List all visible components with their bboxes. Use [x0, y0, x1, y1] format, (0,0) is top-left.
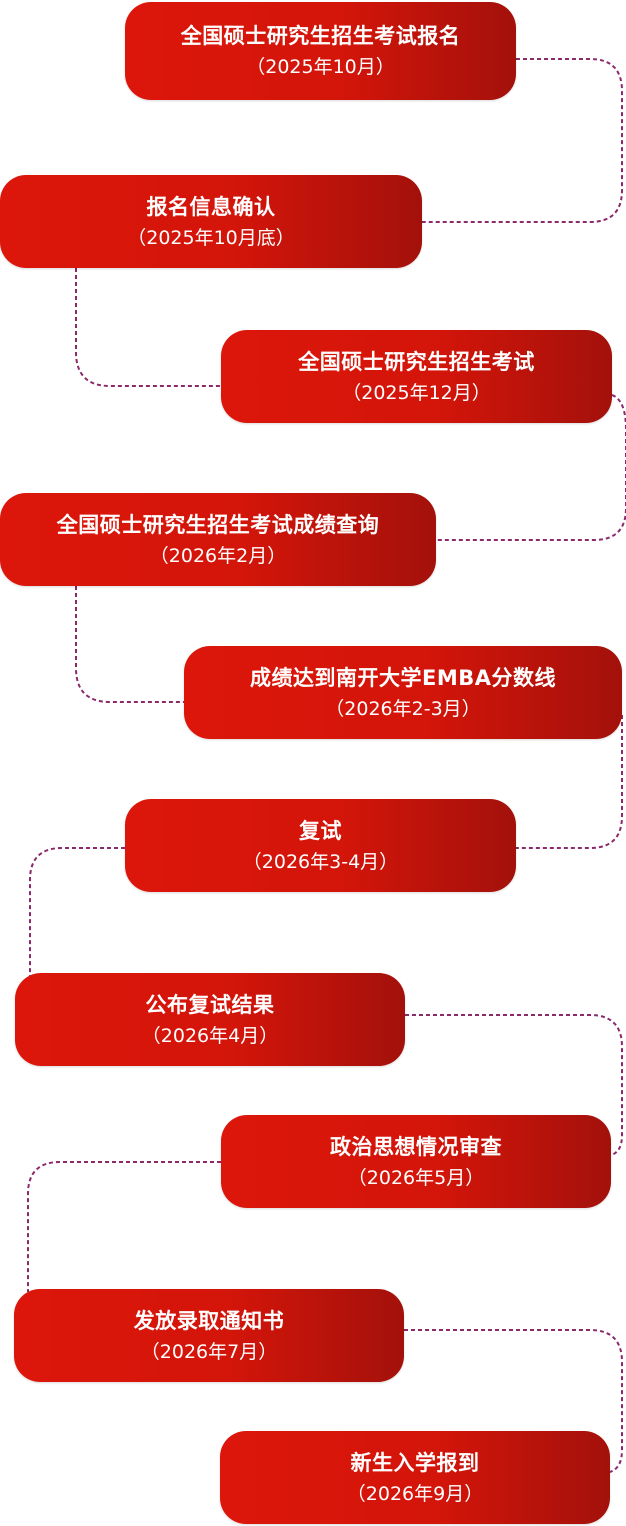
step-title: 政治思想情况审查 — [330, 1134, 502, 1159]
step-date: （2025年10月） — [246, 56, 395, 78]
connector-8-9 — [27, 1161, 221, 1292]
step-7-retest-results: 公布复试结果 （2026年4月） — [15, 973, 405, 1066]
step-title: 复试 — [299, 818, 342, 843]
step-date: （2026年5月） — [347, 1166, 485, 1189]
step-title: 全国硕士研究生招生考试成绩查询 — [56, 512, 380, 537]
connector-5-6 — [516, 715, 623, 849]
step-4-score-query: 全国硕士研究生招生考试成绩查询 （2026年2月） — [0, 493, 436, 586]
connector-6-7 — [29, 847, 125, 976]
step-date: （2026年2月） — [149, 544, 287, 567]
step-date: （2025年12月） — [342, 381, 491, 404]
connector-9-10 — [404, 1329, 623, 1473]
step-6-retest: 复试 （2026年3-4月） — [125, 799, 516, 892]
connector-3-4 — [436, 394, 626, 541]
step-10-enrollment: 新生入学报到 （2026年9月） — [220, 1431, 610, 1524]
connector-1-2 — [422, 58, 623, 223]
connector-2-3 — [75, 268, 221, 387]
step-title: 成绩达到南开大学EMBA分数线 — [249, 665, 556, 690]
connector-4-5 — [75, 586, 184, 703]
step-5-score-line: 成绩达到南开大学EMBA分数线 （2026年2-3月） — [184, 646, 622, 739]
step-2-confirmation: 报名信息确认 （2025年10月底） — [0, 175, 422, 268]
connector-7-8 — [405, 1014, 623, 1156]
step-date: （2026年2-3月） — [325, 697, 481, 720]
step-date: （2026年4月） — [141, 1024, 279, 1047]
step-title: 报名信息确认 — [146, 194, 276, 219]
step-title: 全国硕士研究生招生考试报名 — [180, 24, 461, 48]
step-date: （2026年3-4月） — [242, 850, 399, 873]
step-title: 全国硕士研究生招生考试 — [298, 349, 535, 374]
step-3-exam: 全国硕士研究生招生考试 （2025年12月） — [221, 330, 612, 423]
step-1-registration: 全国硕士研究生招生考试报名 （2025年10月） — [125, 2, 516, 100]
step-date: （2026年9月） — [346, 1482, 484, 1505]
step-title: 新生入学报到 — [350, 1450, 480, 1475]
step-9-admission-notice: 发放录取通知书 （2026年7月） — [14, 1289, 404, 1382]
step-8-political-review: 政治思想情况审查 （2026年5月） — [221, 1115, 611, 1208]
step-date: （2026年7月） — [140, 1340, 278, 1363]
step-title: 公布复试结果 — [145, 992, 275, 1017]
step-date: （2025年10月底） — [127, 226, 295, 249]
step-title: 发放录取通知书 — [133, 1308, 285, 1333]
